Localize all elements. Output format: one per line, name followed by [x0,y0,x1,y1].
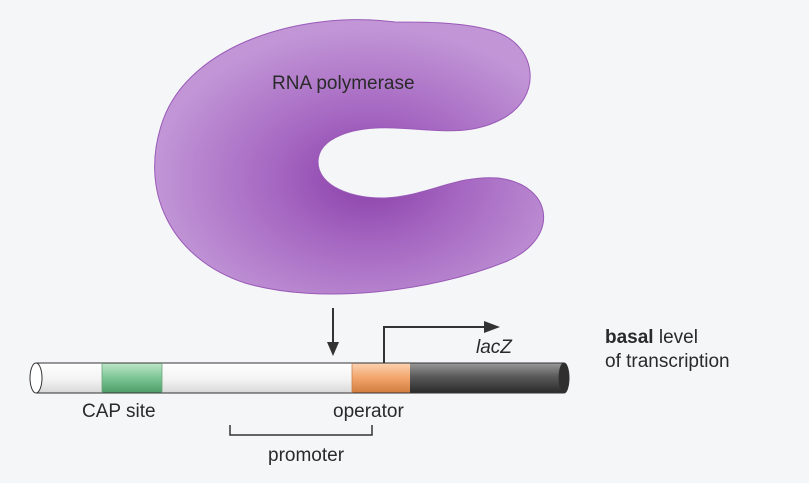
transcription-label: of transcription [605,351,730,372]
rna-polymerase-shape [154,19,544,295]
lacz-gene-segment [410,363,564,393]
lacz-label: lacZ [476,337,512,358]
promoter-bracket [229,425,373,436]
dna-molecule [29,362,570,394]
basal-bold-word: basal [605,327,654,348]
down-arrow-icon [327,308,339,356]
promoter-label: promoter [268,445,345,466]
basal-level-label: basal level [605,328,698,347]
lacz-gene-end [558,362,570,394]
cap-site-label: CAP site [82,401,156,422]
basal-level-rest: level [653,327,698,348]
bent-right-arrow-icon [383,321,500,364]
operator-segment [352,363,410,393]
dna-white-segment [36,363,361,393]
cap-site-segment [102,363,162,393]
rna-polymerase-label: RNA polymerase [272,73,415,94]
dna-left-end [29,362,43,394]
operator-label: operator [333,401,404,422]
